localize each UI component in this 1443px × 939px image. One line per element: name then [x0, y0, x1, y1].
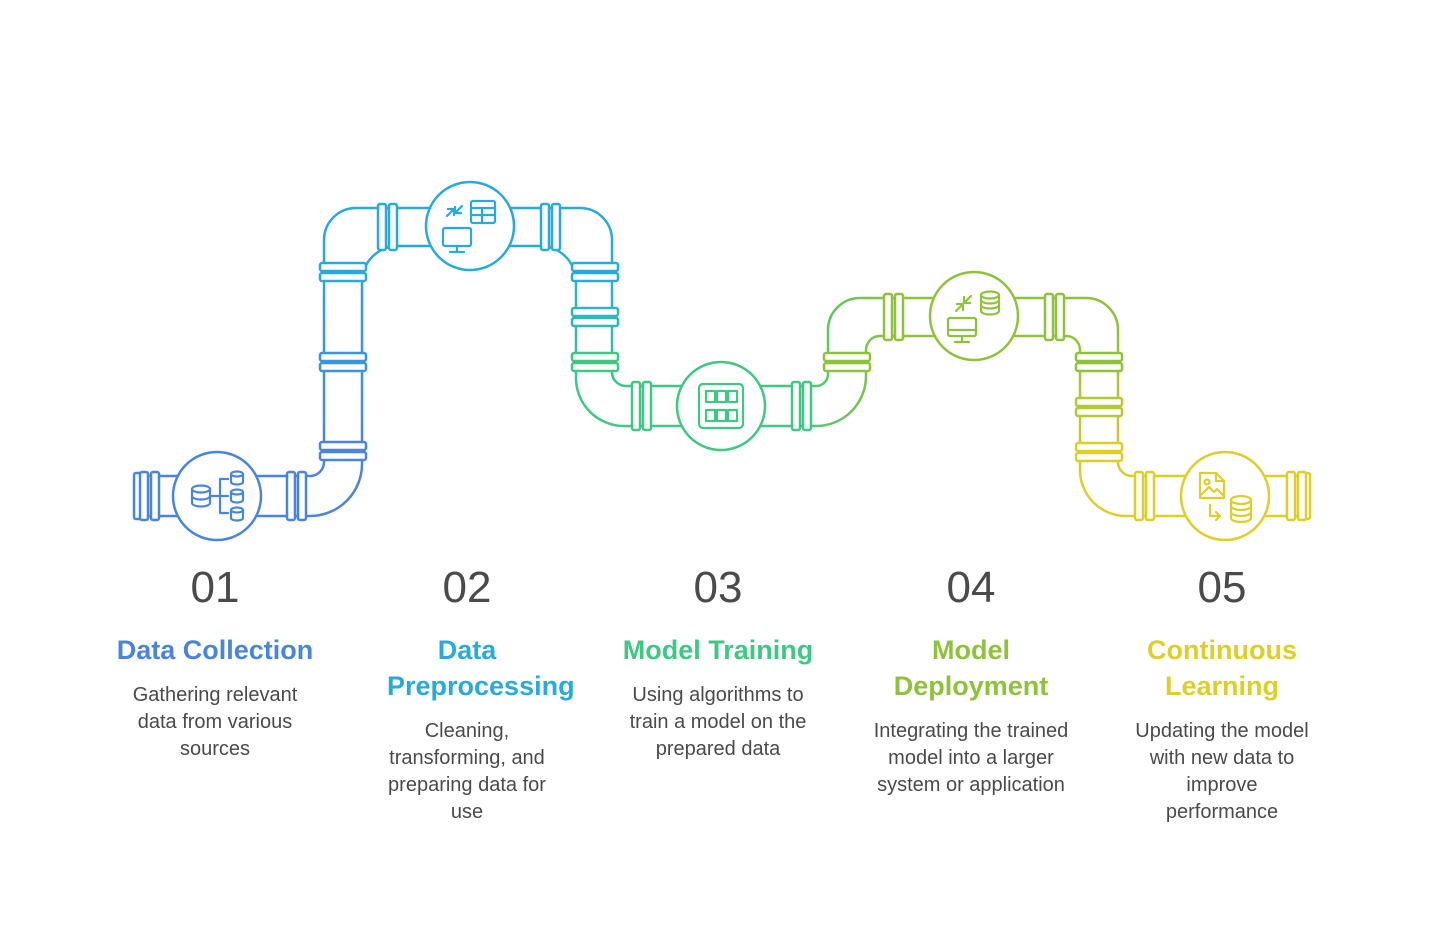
node-circle-2	[424, 180, 516, 272]
database-hierarchy-icon	[190, 470, 245, 522]
step-title: Model Deployment	[893, 635, 1049, 701]
step-data-preprocessing: 02 Data Preprocessing Cleaning, transfor…	[347, 560, 587, 826]
pipe-coupling	[138, 202, 1308, 522]
step-description: Integrating the trained model into a lar…	[873, 720, 1069, 796]
node-circle-4	[928, 270, 1020, 362]
step-description: Gathering relevant data from various sou…	[132, 684, 298, 760]
step-data-collection: 01 Data Collection Gathering relevant da…	[95, 560, 335, 763]
step-number: 04	[946, 563, 996, 612]
step-title: Data Preprocessing	[387, 635, 575, 701]
grid-icon	[697, 382, 745, 430]
pipe-coupling-vertical	[318, 261, 1124, 463]
step-title: Model Training	[622, 635, 814, 665]
step-continuous-learning: 05 Continuous Learning Updating the mode…	[1102, 560, 1342, 826]
image-to-database-icon	[1198, 471, 1253, 524]
step-number: 01	[190, 563, 240, 612]
step-description: Using algorithms to train a model on the…	[629, 684, 807, 760]
pipe-segment-3-4	[720, 296, 974, 428]
monitor-database-sync-icon	[946, 290, 1001, 344]
step-model-deployment: 04 Model Deployment Integrating the trai…	[851, 560, 1091, 799]
step-title: Continuous Learning	[1147, 635, 1297, 701]
node-circle-3	[675, 360, 767, 452]
step-number: 02	[442, 563, 492, 612]
step-number: 05	[1197, 563, 1247, 612]
step-number: 03	[693, 563, 743, 612]
table-transform-monitor-icon	[441, 199, 497, 254]
step-title: Data Collection	[116, 635, 314, 665]
step-description: Updating the model with new data to impr…	[1135, 720, 1309, 823]
step-description: Cleaning, transforming, and preparing da…	[388, 720, 546, 823]
step-model-training: 03 Model Training Using algorithms to tr…	[598, 560, 838, 763]
pipe-segment-4-5	[974, 296, 1305, 518]
